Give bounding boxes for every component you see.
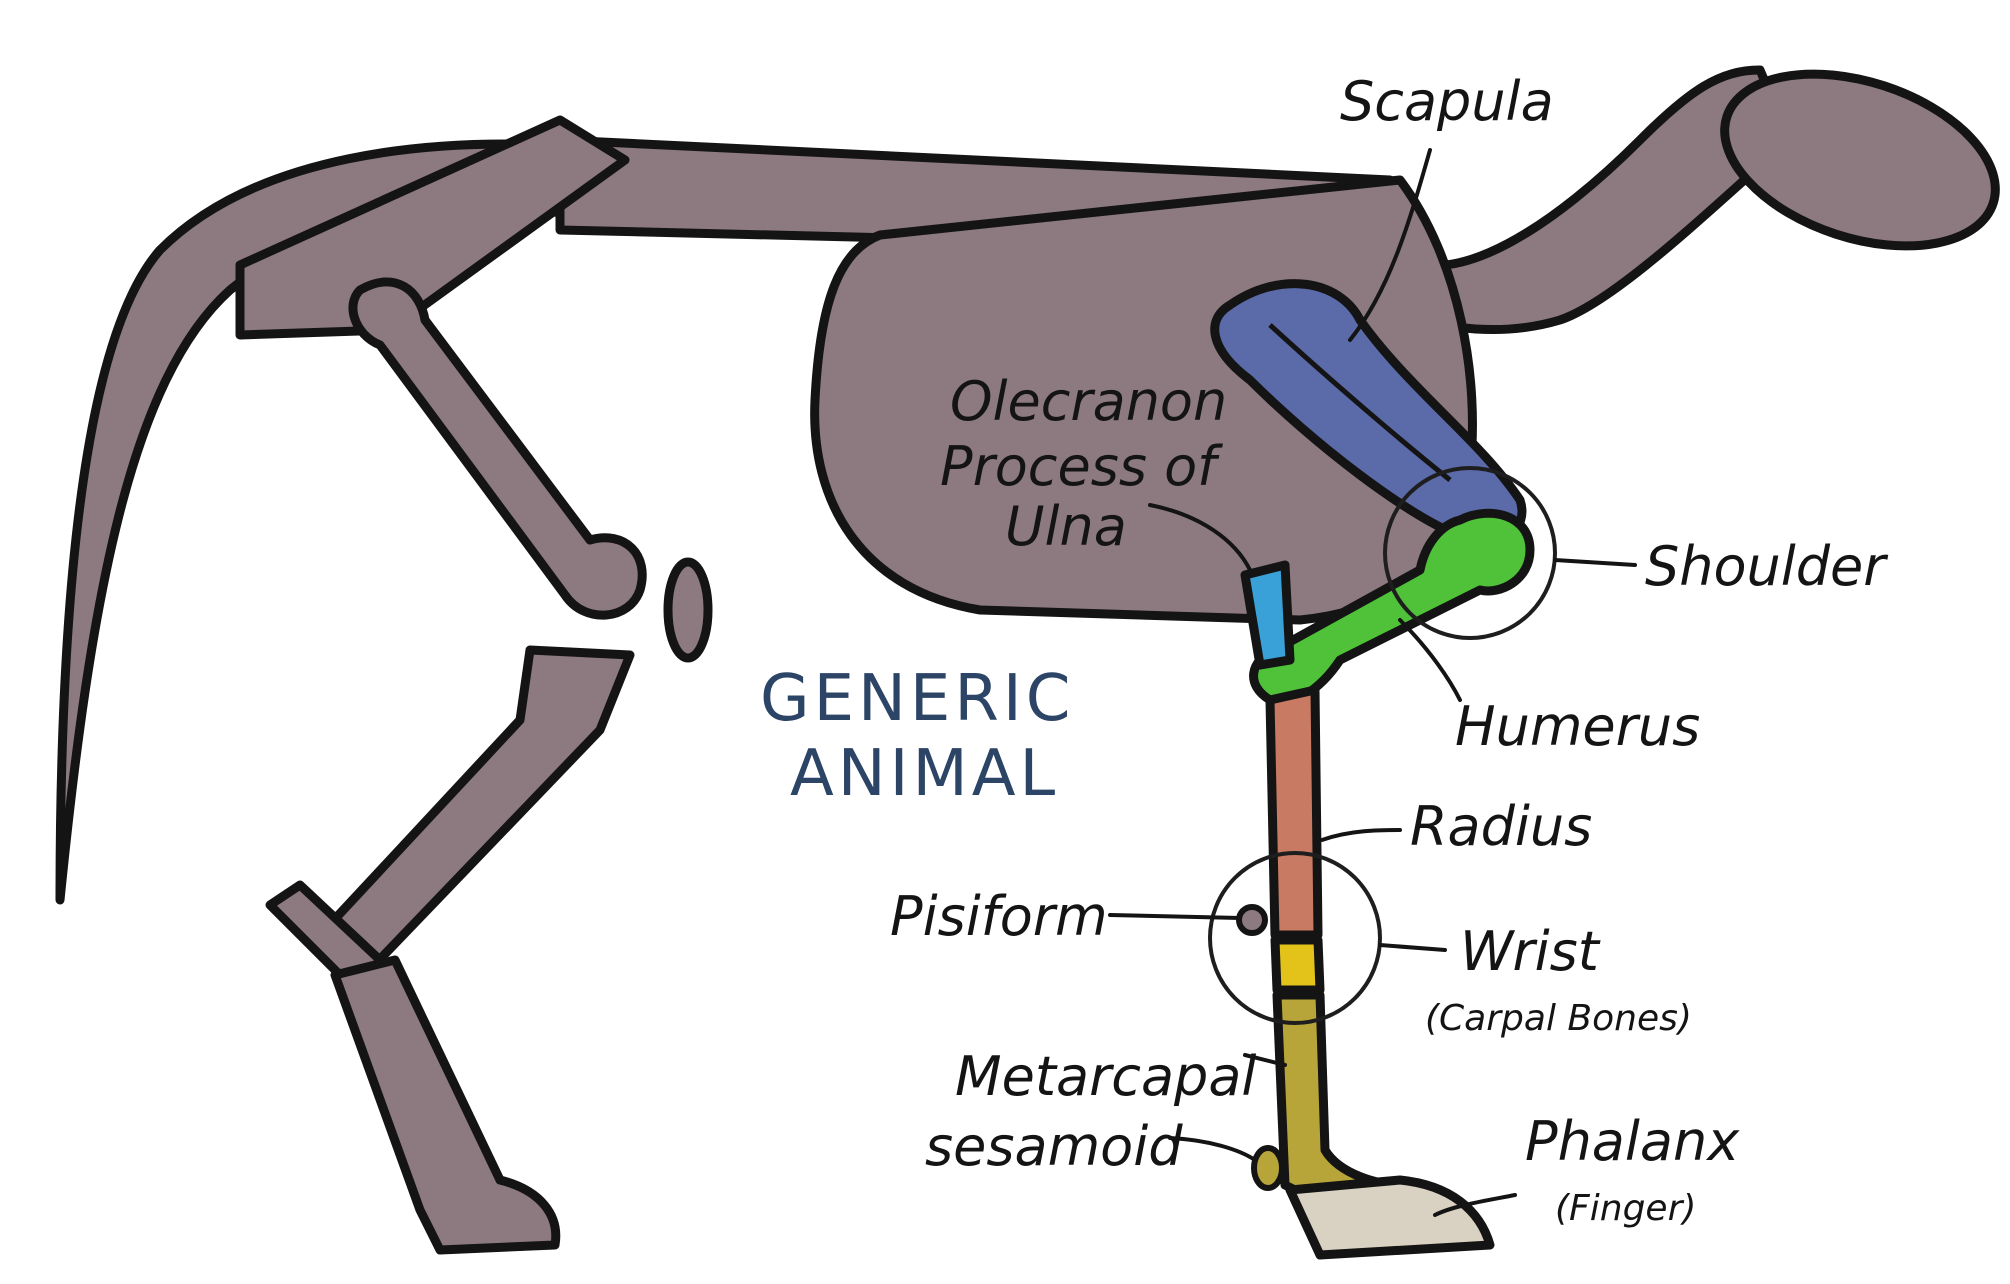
radius-bone <box>1265 685 1323 940</box>
metacarpal-bone <box>1272 990 1405 1200</box>
label-olecranon-3: Ulna <box>1005 495 1127 558</box>
label-sesamoid: sesamoid <box>925 1115 1183 1178</box>
metacarpal-leader <box>1243 1053 1287 1067</box>
label-shoulder: Shoulder <box>1645 535 1888 598</box>
wrist-ring <box>1208 851 1382 1025</box>
label-radius: Radius <box>1410 795 1592 858</box>
skull <box>1720 69 2000 251</box>
humerus-leader <box>1398 618 1462 702</box>
sesamoid-leader <box>1168 1136 1257 1162</box>
pisiform-bone <box>1236 904 1268 936</box>
wrist-leader <box>1378 943 1447 952</box>
carpal-bones <box>1270 935 1325 995</box>
shoulder-ring <box>1383 466 1557 640</box>
label-metacarpal: Metarcapal <box>955 1045 1256 1108</box>
olecranon-leader <box>1148 503 1252 572</box>
label-phalanx-note: (Finger) <box>1555 1188 1696 1229</box>
tibia <box>315 645 635 985</box>
femur <box>348 277 647 620</box>
label-wrist-note: (Carpal Bones) <box>1425 998 1692 1039</box>
label-scapula: Scapula <box>1340 70 1554 133</box>
pelvis <box>235 115 630 340</box>
phalanx-leader <box>1433 1193 1517 1217</box>
shoulder-leader <box>1553 558 1637 567</box>
ulna-bone <box>1240 560 1295 670</box>
scapula-spine <box>1268 323 1452 482</box>
sesamoid-bone <box>1251 1145 1285 1191</box>
neck <box>1385 65 1795 334</box>
patella <box>663 557 713 663</box>
pisiform-leader <box>1108 913 1242 920</box>
diagram-title-line2: ANIMAL <box>790 737 1059 811</box>
label-pisiform: Pisiform <box>890 885 1108 948</box>
phalanx-bone <box>1285 1175 1495 1260</box>
label-olecranon-2: Process of <box>940 435 1223 498</box>
scapula-leader <box>1348 148 1432 342</box>
diagram-title-line1: GENERIC <box>760 662 1074 736</box>
label-humerus: Humerus <box>1455 695 1700 758</box>
label-phalanx: Phalanx <box>1525 1110 1740 1173</box>
radius-leader <box>1320 828 1402 842</box>
hind-cannon <box>330 955 561 1255</box>
label-wrist: Wrist <box>1460 920 1601 983</box>
label-olecranon-1: Olecranon <box>950 370 1227 433</box>
